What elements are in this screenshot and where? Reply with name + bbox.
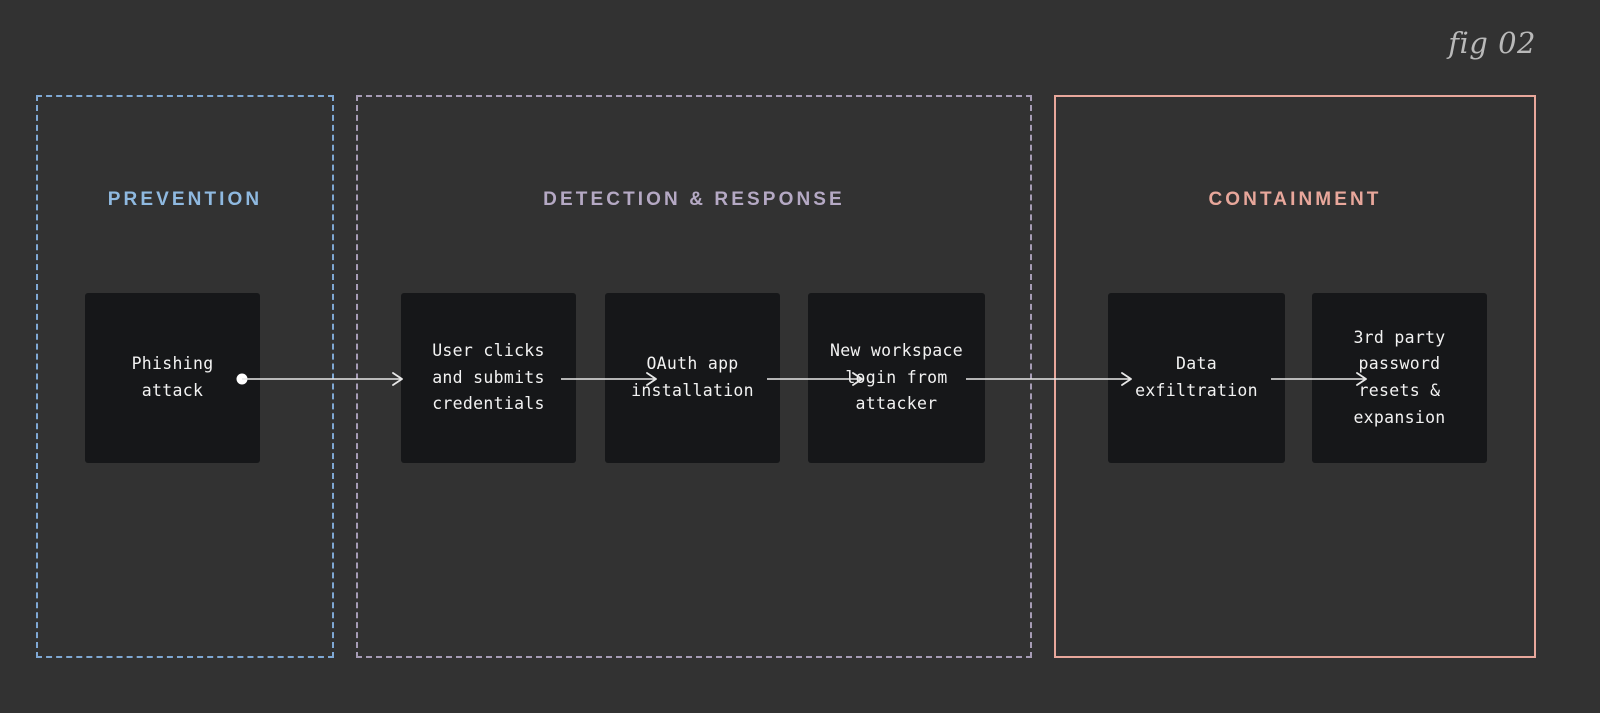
arrowhead-icon	[1121, 372, 1132, 386]
step-box-data-exfiltration[interactable]: Data exfiltration	[1108, 293, 1285, 463]
arrowhead-icon	[852, 372, 863, 386]
connector-arrow-1-to-2	[236, 372, 403, 386]
step-box-3rd-party-password-resets-expansion[interactable]: 3rd party password resets & expansion	[1312, 293, 1487, 463]
step-label: Phishing attack	[131, 354, 214, 400]
arrowhead-icon	[646, 372, 657, 386]
figure-caption: fig 02	[1448, 26, 1536, 60]
connector-arrow-5-to-6	[1271, 372, 1367, 386]
arrowhead-icon	[1356, 372, 1367, 386]
step-label: Data exfiltration	[1135, 354, 1258, 400]
zone-title-containment: CONTAINMENT	[1208, 189, 1382, 210]
step-label: New workspace login from attacker	[829, 340, 964, 414]
step-label: OAuth app installation	[631, 354, 754, 400]
step-box-phishing-attack[interactable]: Phishing attack	[85, 293, 260, 463]
connector-arrow-2-to-3	[561, 372, 657, 386]
connector-arrow-4-to-5	[966, 372, 1132, 386]
step-label: User clicks and submits credentials	[432, 340, 545, 414]
step-box-new-workspace-login-from-attacker[interactable]: New workspace login from attacker	[808, 293, 985, 463]
zone-prevention: PREVENTION	[36, 95, 334, 658]
step-label: 3rd party password resets & expansion	[1353, 327, 1446, 427]
zone-title-detection-response: DETECTION & RESPONSE	[543, 189, 845, 210]
arrowhead-icon	[392, 372, 403, 386]
step-box-oauth-app-installation[interactable]: OAuth app installation	[605, 293, 780, 463]
zone-containment: CONTAINMENT	[1054, 95, 1536, 658]
connector-arrow-3-to-4	[767, 372, 863, 386]
step-box-user-clicks-and-submits-credentials[interactable]: User clicks and submits credentials	[401, 293, 576, 463]
zone-detection-response: DETECTION & RESPONSE	[356, 95, 1032, 658]
zone-title-prevention: PREVENTION	[107, 189, 263, 210]
